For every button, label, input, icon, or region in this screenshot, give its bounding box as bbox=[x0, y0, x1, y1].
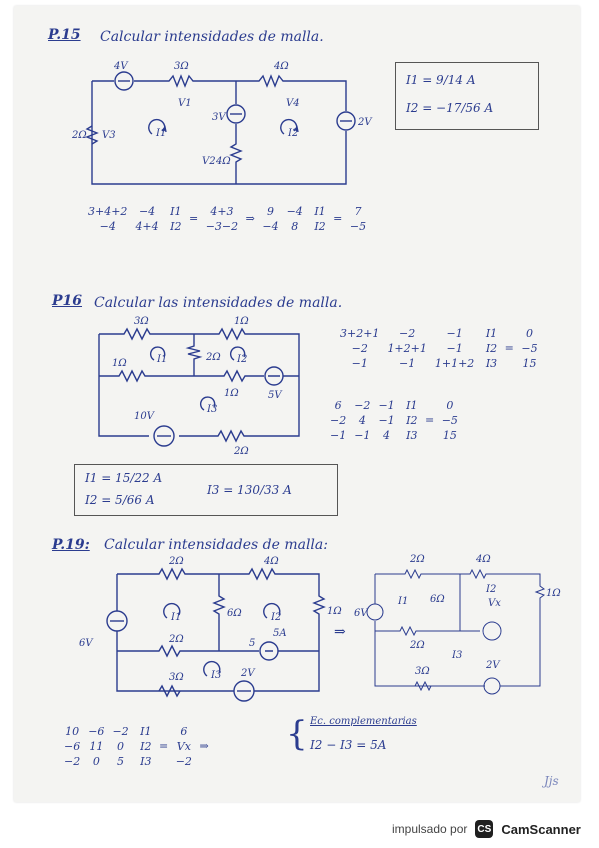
svg-text:2V: 2V bbox=[485, 660, 501, 671]
p15-label: P.15 bbox=[48, 27, 81, 43]
svg-text:2V: 2V bbox=[357, 117, 373, 128]
svg-text:6V: 6V bbox=[354, 608, 369, 619]
camscanner-brand: CamScanner bbox=[501, 821, 581, 837]
svg-text:1Ω: 1Ω bbox=[224, 388, 239, 399]
svg-text:I2: I2 bbox=[270, 612, 281, 623]
svg-text:I1: I1 bbox=[397, 596, 408, 607]
svg-text:I3: I3 bbox=[210, 670, 221, 681]
svg-text:3Ω: 3Ω bbox=[169, 672, 184, 683]
svg-text:Vx: Vx bbox=[488, 598, 501, 609]
svg-text:3Ω: 3Ω bbox=[174, 61, 189, 72]
svg-text:6V: 6V bbox=[79, 638, 94, 649]
p16-result-i2: I2 = 5/66 A bbox=[85, 493, 155, 507]
p19-circuit-2: 2Ω 4Ω 1Ω 6V 6Ω 2Ω 3Ω 2V Vx I1 I2 I3 bbox=[354, 554, 561, 695]
svg-text:1Ω: 1Ω bbox=[234, 316, 249, 327]
p16-result-i1: I1 = 15/22 A bbox=[85, 471, 163, 485]
svg-text:4Ω: 4Ω bbox=[475, 554, 491, 565]
p15-circuit: 4V 3Ω 4Ω 2Ω 3V 4Ω 2V V1 V2 V3 V4 I1 I2 bbox=[71, 61, 373, 185]
camscanner-logo-icon: CS bbox=[475, 820, 494, 838]
svg-text:V4: V4 bbox=[286, 98, 300, 109]
svg-text:I2: I2 bbox=[287, 128, 298, 139]
signature: Jjs bbox=[544, 774, 559, 788]
notebook-page: P.15 Calcular intensidades de malla. 4V … bbox=[14, 6, 580, 802]
p15-vector-rhs: 4+3−3−2 bbox=[205, 205, 239, 233]
p16-label: P16 bbox=[52, 293, 83, 309]
svg-text:6Ω: 6Ω bbox=[430, 594, 445, 605]
svg-text:3Ω: 3Ω bbox=[134, 316, 149, 327]
p16-circuit: 3Ω 1Ω 1Ω 2Ω 1Ω 5V 10V 2Ω I1 I2 I3 bbox=[98, 316, 300, 457]
p15-vector-rhs2: 7−5 bbox=[349, 205, 367, 233]
footer-text: impulsado por bbox=[392, 822, 468, 836]
svg-text:2V: 2V bbox=[240, 668, 256, 679]
p16-title: Calcular las intensidades de malla. bbox=[94, 295, 343, 311]
p15-title: Calcular intensidades de malla. bbox=[100, 29, 324, 45]
svg-text:5V: 5V bbox=[268, 390, 283, 401]
p19-label: P.19: bbox=[52, 537, 90, 553]
svg-text:3Ω: 3Ω bbox=[415, 666, 430, 677]
svg-text:I2: I2 bbox=[485, 584, 496, 595]
svg-text:2Ω: 2Ω bbox=[233, 446, 249, 457]
svg-text:I3: I3 bbox=[451, 650, 462, 661]
svg-text:6Ω: 6Ω bbox=[227, 608, 242, 619]
svg-text:V2: V2 bbox=[202, 156, 216, 167]
svg-text:V1: V1 bbox=[178, 98, 192, 109]
svg-text:3V: 3V bbox=[212, 112, 227, 123]
p19-circuit: 2Ω 4Ω 6V 6Ω 1Ω 2Ω 5A 5 3Ω 2V I1 I2 I3 bbox=[79, 556, 342, 702]
svg-text:4Ω: 4Ω bbox=[263, 556, 279, 567]
p19-arrow: ⇒ bbox=[334, 624, 346, 640]
p16-result-box: I1 = 15/22 A I2 = 5/66 A I3 = 130/33 A bbox=[74, 464, 338, 516]
svg-text:2Ω: 2Ω bbox=[168, 634, 184, 645]
svg-text:4Ω: 4Ω bbox=[273, 61, 289, 72]
p19-ec-equation: I2 − I3 = 5A bbox=[310, 738, 387, 752]
svg-text:I1: I1 bbox=[156, 354, 167, 365]
svg-text:5: 5 bbox=[249, 638, 255, 649]
svg-text:1Ω: 1Ω bbox=[546, 588, 561, 599]
svg-text:1Ω: 1Ω bbox=[327, 606, 342, 617]
p19-brace: { bbox=[286, 714, 308, 754]
svg-text:I3: I3 bbox=[206, 404, 217, 415]
svg-text:I1: I1 bbox=[155, 128, 166, 139]
p19-title: Calcular intensidades de malla: bbox=[104, 537, 328, 553]
p19-ec-label: Ec. complementarias bbox=[310, 716, 417, 727]
svg-text:V3: V3 bbox=[102, 130, 116, 141]
svg-text:2Ω: 2Ω bbox=[71, 130, 87, 141]
p15-result-i1: I1 = 9/14 A bbox=[406, 73, 476, 87]
svg-text:5A: 5A bbox=[273, 628, 287, 639]
svg-text:I2: I2 bbox=[236, 354, 247, 365]
p15-result-box: I1 = 9/14 A I2 = −17/56 A bbox=[395, 62, 539, 130]
svg-text:I1: I1 bbox=[170, 612, 181, 623]
svg-text:2Ω: 2Ω bbox=[409, 554, 425, 565]
scanner-footer: impulsado por CS CamScanner bbox=[392, 818, 581, 840]
svg-text:1Ω: 1Ω bbox=[112, 358, 127, 369]
p15-result-i2: I2 = −17/56 A bbox=[406, 101, 494, 115]
svg-text:4V: 4V bbox=[113, 61, 129, 72]
svg-text:2Ω: 2Ω bbox=[205, 352, 221, 363]
p16-result-i3: I3 = 130/33 A bbox=[207, 483, 292, 497]
svg-text:2Ω: 2Ω bbox=[168, 556, 184, 567]
svg-text:2Ω: 2Ω bbox=[409, 640, 425, 651]
svg-text:10V: 10V bbox=[134, 411, 156, 422]
svg-text:4Ω: 4Ω bbox=[215, 156, 231, 167]
